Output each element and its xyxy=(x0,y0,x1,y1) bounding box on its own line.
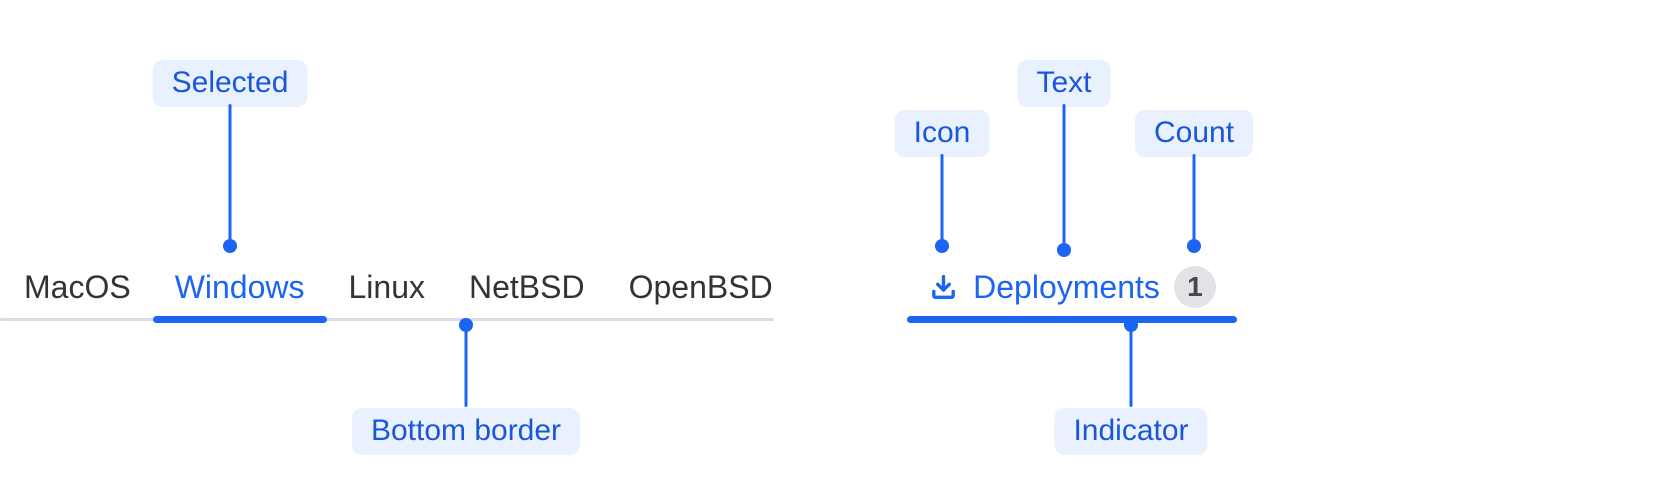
tabs-bottom-border xyxy=(0,318,774,321)
connector-line xyxy=(228,104,232,240)
tab-label: Deployments xyxy=(973,268,1160,305)
annotation-bottom-border: Bottom border xyxy=(351,408,581,455)
tab-deployments[interactable]: Deployments 1 xyxy=(907,258,1237,323)
connector-dot xyxy=(1057,243,1071,257)
connector-dot xyxy=(1187,239,1201,253)
connector-line xyxy=(464,331,468,407)
tab-windows-selected[interactable]: Windows xyxy=(152,258,327,323)
selected-tab-underline xyxy=(152,316,327,323)
tab-label: Windows xyxy=(174,268,305,305)
connector-line xyxy=(1192,154,1196,240)
active-indicator xyxy=(907,316,1237,323)
tab-label: NetBSD xyxy=(469,268,585,305)
annotation-icon: Icon xyxy=(894,110,990,157)
tab-list: MacOS Windows Linux NetBSD OpenBSD xyxy=(2,258,795,323)
annotation-count: Count xyxy=(1134,110,1254,157)
tab-netbsd[interactable]: NetBSD xyxy=(447,258,607,316)
connector-dot xyxy=(1124,318,1138,332)
tab-linux[interactable]: Linux xyxy=(327,258,448,316)
connector-dot xyxy=(935,239,949,253)
annotation-selected: Selected xyxy=(152,60,308,107)
connector-line xyxy=(1129,331,1133,407)
tab-macos[interactable]: MacOS xyxy=(2,258,153,316)
connector-line xyxy=(940,154,944,240)
connector-dot xyxy=(459,318,473,332)
connector-line xyxy=(1062,104,1066,244)
download-icon xyxy=(928,272,959,303)
annotation-indicator: Indicator xyxy=(1054,408,1208,455)
tab-label: OpenBSD xyxy=(628,268,773,305)
tab-label: MacOS xyxy=(24,268,131,305)
connector-dot xyxy=(223,239,237,253)
annotation-text: Text xyxy=(1017,60,1111,107)
count-badge: 1 xyxy=(1173,266,1216,308)
tab-label: Linux xyxy=(348,268,426,305)
tab-openbsd[interactable]: OpenBSD xyxy=(607,258,795,316)
